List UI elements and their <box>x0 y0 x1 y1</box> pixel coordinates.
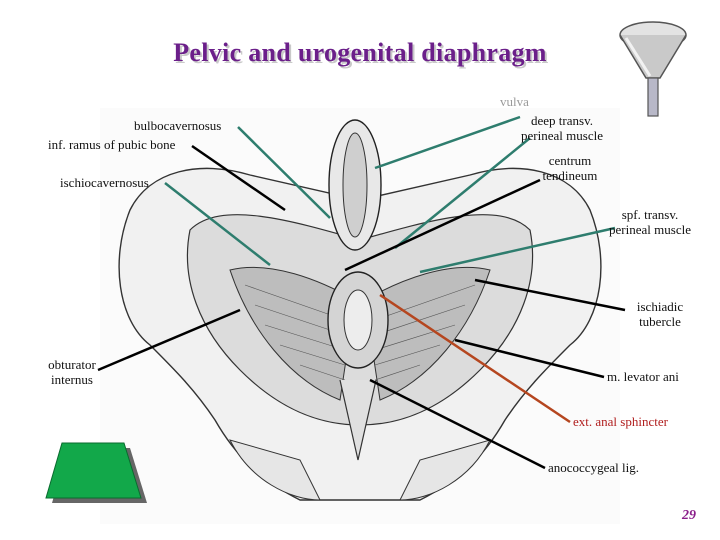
label-vulva: vulva <box>500 94 529 109</box>
label-inf-ramus: inf. ramus of pubic bone <box>48 137 176 152</box>
label-centrum-line2: tendineum <box>542 168 598 183</box>
funnel-icon <box>619 21 687 117</box>
leader-levator <box>454 338 605 379</box>
label-ischiadic-tubercle: ischiadic tubercle <box>622 299 698 329</box>
label-ext-anal-sphincter: ext. anal sphincter <box>573 414 668 429</box>
page-number: 29 <box>682 508 696 523</box>
label-ischiadic-line2: tubercle <box>639 314 681 329</box>
label-spf-line2: perineal muscle <box>609 222 691 237</box>
trapezoid-shape <box>45 442 147 503</box>
label-bulbocavernosus: bulbocavernosus <box>134 118 222 133</box>
leader-bulbocavernosus <box>237 126 331 219</box>
label-deep-transv: deep transv. perineal muscle <box>497 113 627 143</box>
label-ischiadic-line1: ischiadic <box>636 299 684 314</box>
label-obturator-line1: obturator <box>48 357 96 372</box>
leader-lines <box>97 115 626 470</box>
leader-centrum <box>344 178 541 272</box>
label-deep-transv-line2: perineal muscle <box>521 128 603 143</box>
leader-anal-sphincter <box>379 293 571 424</box>
label-anococcygeal: anococcygeal lig. <box>548 460 639 475</box>
label-ischiocavernosus: ischiocavernosus <box>60 175 149 190</box>
leader-ischiocavernosus <box>164 182 271 266</box>
label-levator-ani: m. levator ani <box>607 369 679 384</box>
leader-vulva <box>374 115 521 170</box>
label-centrum-line1: centrum <box>548 153 592 168</box>
leader-deep-transv <box>394 137 531 249</box>
label-spf-line1: spf. transv. <box>621 207 679 222</box>
label-obturator-internus: obturator internus <box>38 357 106 387</box>
leader-ischiadic <box>474 278 626 312</box>
label-deep-transv-line1: deep transv. <box>531 113 593 128</box>
label-centrum-tendineum: centrum tendineum <box>530 153 610 183</box>
slide-title: Pelvic and urogenital diaphragm <box>173 38 547 67</box>
leader-inf-ramus <box>191 144 286 212</box>
leader-obturator <box>97 308 241 372</box>
leader-spf-transv <box>419 226 616 274</box>
label-spf-transv: spf. transv. perineal muscle <box>598 207 702 237</box>
leader-anococcygeal <box>369 378 546 470</box>
label-obturator-line2: internus <box>51 372 93 387</box>
